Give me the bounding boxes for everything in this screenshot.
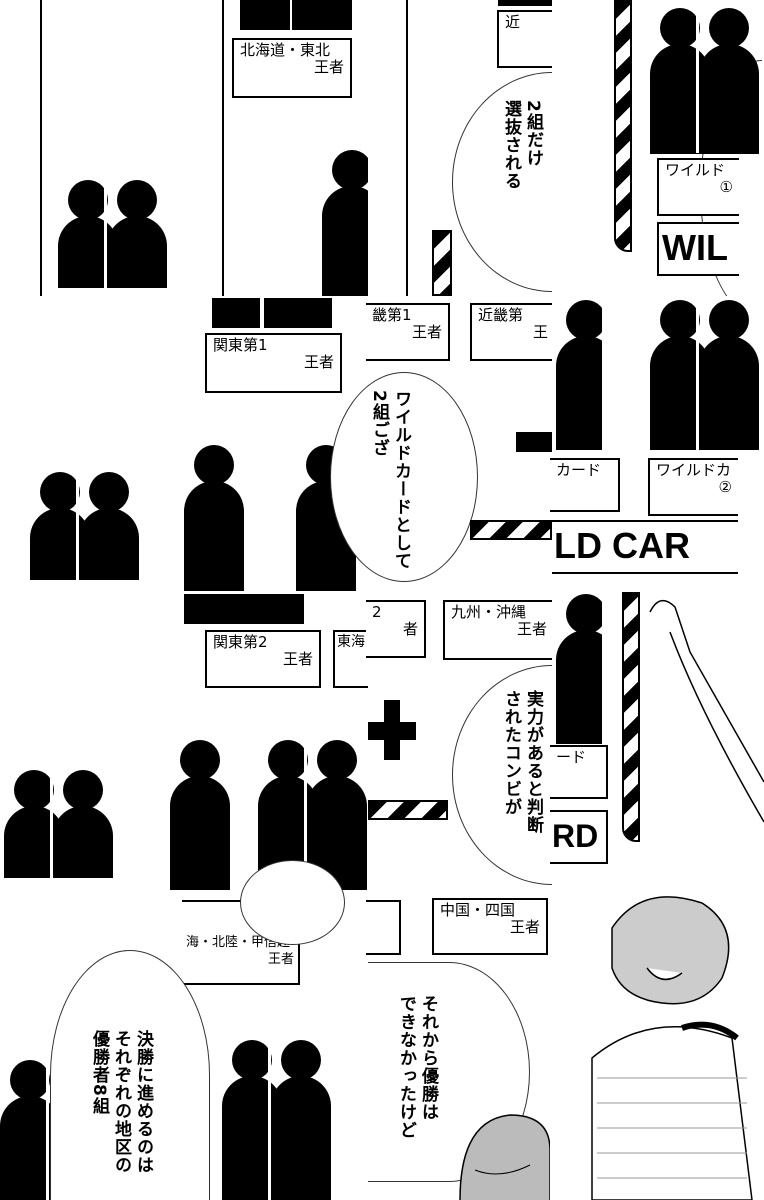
panel-border (406, 0, 408, 296)
bubble-line: 選抜される (501, 100, 521, 190)
hazard-stripe (432, 230, 452, 296)
label-line: 王者 (282, 650, 313, 668)
hazard-stripe (368, 800, 448, 820)
silhouette-base (292, 0, 352, 30)
region-label-kyushu-okinawa: 九州・沖縄王者 (443, 600, 553, 660)
duo-silhouette-icon (556, 594, 602, 744)
wildcard-banner: RD (550, 810, 608, 864)
wildcard-banner: WIL (657, 222, 739, 276)
duo-silhouette-icon (58, 180, 168, 290)
hazard-stripe (614, 0, 632, 252)
label-line: 王者 (509, 918, 540, 936)
label-line: 関東第1 (213, 336, 268, 354)
bubble-line: それぞれの地区の (111, 1030, 131, 1174)
duo-silhouette-icon (158, 740, 230, 890)
girl-pointing-arm-drawing (649, 599, 764, 823)
bubble-text: それから優勝はできなかったけど (395, 995, 439, 1165)
label-line: 王者 (303, 353, 334, 371)
bubble-text: 実力があると判断されたコンビが (500, 690, 544, 860)
label-line: 九州・沖縄 (451, 603, 527, 621)
label-line: ワイルドカ (656, 461, 732, 479)
label-line: 畿第1 (372, 306, 412, 324)
silhouette-base (212, 298, 260, 328)
silhouette-base (498, 0, 552, 6)
region-label-kanto-2: 関東第2 王者 (205, 630, 321, 688)
plus-sign-icon (384, 700, 400, 760)
bubble-line: 2組だけ (523, 100, 543, 167)
label-line: ワイルド (665, 161, 726, 179)
region-label-hokkaido-tohoku: 北海道・東北王者 (232, 38, 352, 98)
label-line: 東海 (337, 634, 365, 650)
girl-character-shouting-drawing (591, 896, 753, 1200)
region-label-chugoku-shikoku: 中国・四国王者 (432, 898, 548, 955)
label-line: カード (556, 461, 602, 479)
duo-silhouette-icon (184, 445, 294, 591)
duo-silhouette-icon (650, 300, 760, 450)
hazard-stripe (622, 592, 640, 842)
silhouette-base (264, 298, 332, 328)
panel-border (37, 1180, 39, 1200)
duo-silhouette-icon (556, 300, 602, 450)
hazard-stripe (470, 520, 552, 540)
bubble-line: 決勝に進めるのは (133, 1030, 153, 1174)
bubble-text: 2組だけ選抜される (500, 100, 544, 220)
duo-silhouette-icon (650, 8, 760, 154)
bubble-line: それから優勝は (418, 995, 438, 1121)
wildcard-label-partial: ード (550, 745, 608, 799)
region-label-partial (366, 900, 401, 955)
banner-text: WIL (662, 227, 728, 268)
banner-text: RD (552, 818, 599, 854)
region-label-kanto-1: 関東第1 王者 (205, 333, 342, 393)
bubble-line: 2組ござ (369, 390, 389, 457)
label-line: 王者 (313, 58, 344, 76)
banner-text: LD CAR (554, 525, 690, 566)
wildcard-label-partial: カード (550, 458, 620, 512)
label-line: ① (719, 178, 733, 196)
label-line: 者 (402, 620, 418, 638)
speech-bubble-finals (50, 950, 210, 1200)
duo-silhouette-icon (222, 1040, 332, 1200)
duo-silhouette-icon (4, 770, 114, 880)
label-line: 王者 (516, 620, 547, 638)
label-line: ード (556, 748, 587, 766)
bubble-line: されたコンビが (501, 690, 521, 816)
bubble-line: 優勝者8組 (89, 1030, 109, 1115)
bubble-line: 実力があると判断 (523, 690, 543, 834)
bubble-line: できなかったけど (396, 995, 416, 1139)
label-line: 2 (372, 603, 382, 621)
duo-silhouette-icon (30, 472, 140, 582)
duo-silhouette-icon (258, 740, 368, 890)
panel-border (40, 0, 42, 296)
region-label-kinki-partial: 近 (497, 10, 552, 68)
silhouette-base (184, 594, 304, 624)
label-line: 中国・四国 (440, 901, 516, 919)
bubble-line: ワイルドカードとして (391, 390, 411, 570)
label-line: 関東第2 (213, 633, 268, 651)
label-line: 王 (532, 323, 548, 341)
bubble-text: 決勝に進めるのはそれぞれの地区の優勝者8組 (88, 1030, 154, 1195)
duo-silhouette-icon (322, 150, 368, 296)
speech-bubble-wildcard (330, 372, 478, 582)
wildcard-banner: LD CAR (552, 520, 738, 574)
region-label-tokai-partial: 東海 (333, 630, 370, 688)
label-line: 王者 (267, 952, 294, 967)
region-label-kinki-partial: 近畿第王 (470, 303, 554, 361)
girl-character-head-drawing (459, 1114, 550, 1200)
label-line: ② (718, 478, 732, 496)
silhouette-base (240, 0, 290, 30)
speech-bubble (240, 860, 345, 945)
label-line: 近 (505, 13, 521, 31)
label-line: 北海道・東北 (240, 41, 331, 59)
panel-border (222, 0, 224, 296)
label-line: 海・北陸・甲信越 (186, 935, 291, 950)
plus-sign-icon (516, 432, 552, 452)
label-line: 王者 (411, 323, 442, 341)
label-line: 近畿第 (478, 306, 524, 324)
